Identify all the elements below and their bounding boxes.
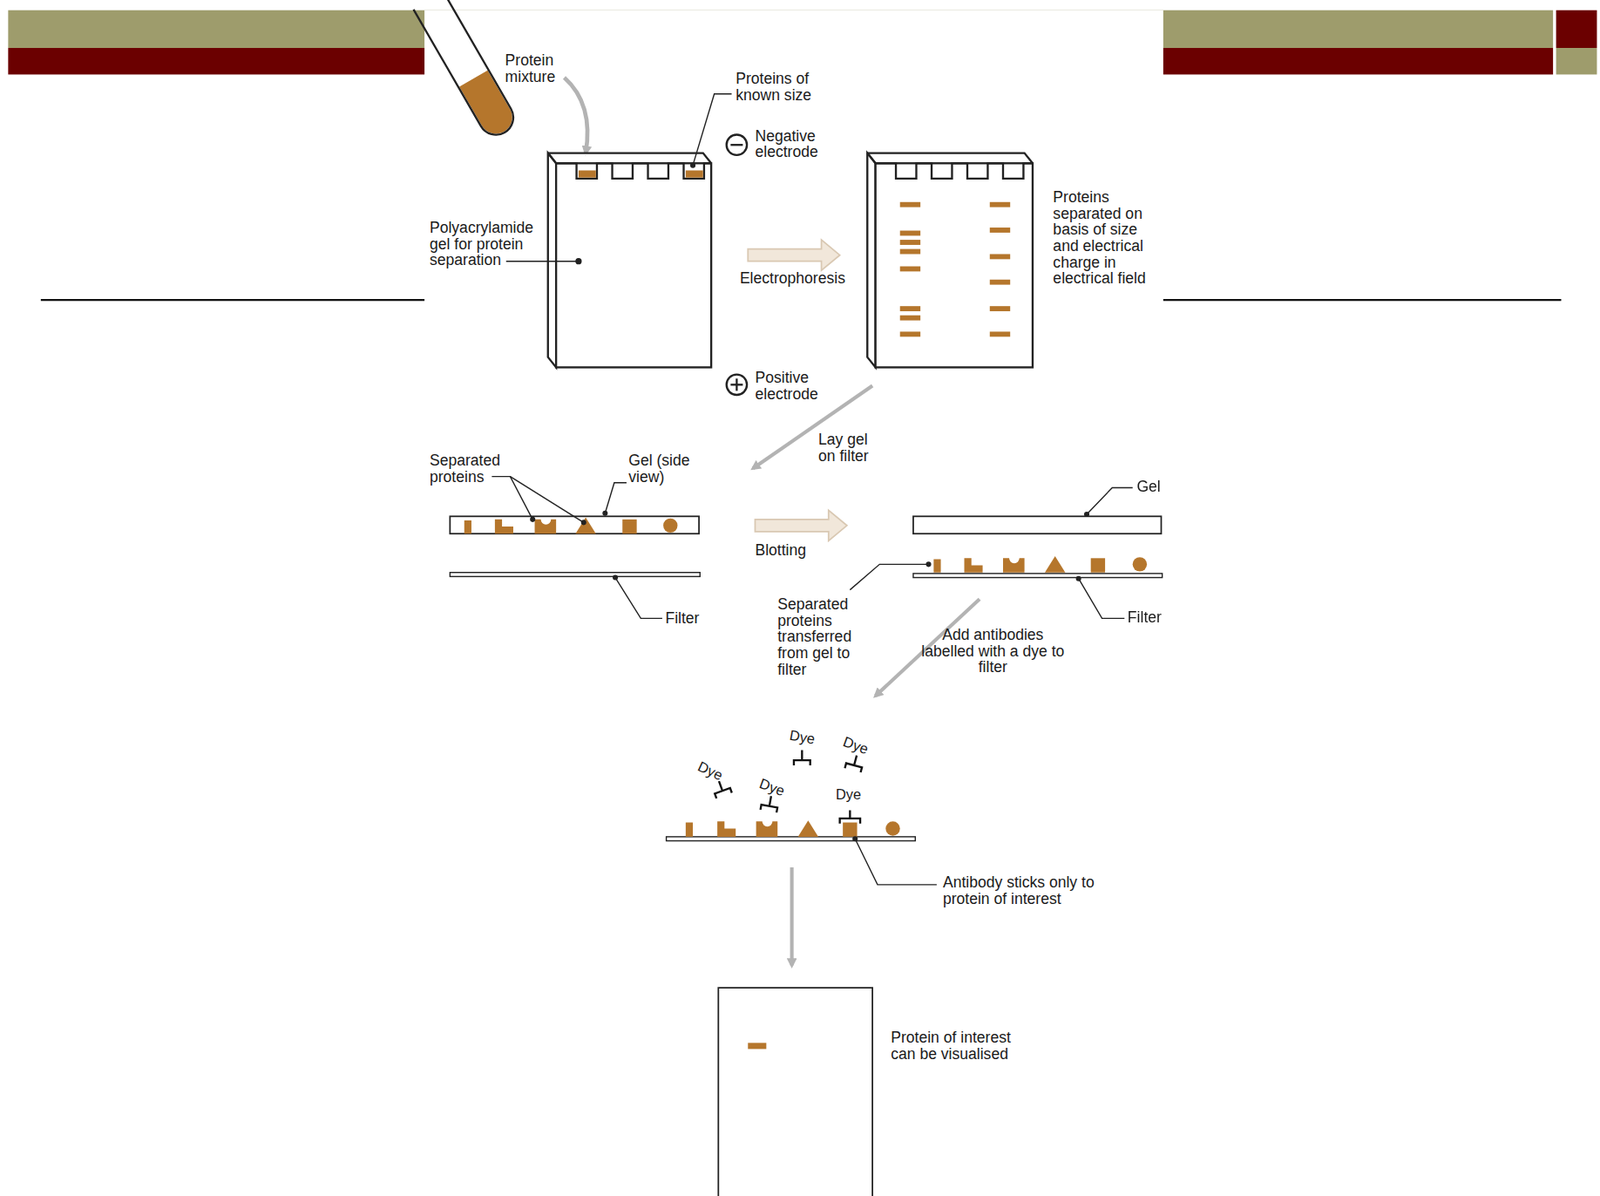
text-label: Protein mixture: [505, 52, 579, 85]
gel-side-view: [913, 515, 1162, 534]
header-square: [1556, 47, 1598, 75]
gel-side-view: [449, 515, 699, 534]
text-label: Dye: [835, 785, 871, 802]
text-label: Gel: [1136, 478, 1167, 495]
step-arrow: [790, 867, 794, 965]
text-label: Add antibodies labelled with a dye to fi…: [920, 626, 1065, 676]
text-label: Proteins separated on basis of size and …: [1052, 189, 1161, 287]
protein-shapes: [933, 555, 1147, 573]
text-label: Gel (side view): [628, 452, 706, 485]
leader-line: [853, 836, 937, 885]
test-tube: [413, 0, 521, 142]
protein-shapes: [464, 516, 678, 534]
leader-line: [506, 94, 733, 265]
text-label: Antibody sticks only to protein of inter…: [942, 874, 1099, 907]
filter: [666, 836, 916, 841]
text-label: Negative electrode: [754, 127, 839, 160]
text-label: Polyacrylamide gel for protein separatio…: [429, 219, 550, 269]
sample-well: [685, 169, 704, 177]
header-square: [1556, 10, 1598, 48]
sample-well: [578, 169, 597, 177]
filter: [449, 572, 700, 577]
protein-shapes: [685, 820, 901, 837]
text-label: Blotting: [754, 542, 837, 559]
gel-slab: [548, 153, 712, 368]
blot-membrane: [718, 987, 873, 1196]
pour-arrow: [564, 77, 589, 154]
positive-electrode-symbol: [726, 374, 747, 395]
text-label: Protein of interest can be visualised: [890, 1029, 1026, 1062]
negative-electrode-symbol: [726, 135, 747, 156]
process-arrow: [747, 239, 840, 271]
protein-bands: [900, 202, 1011, 338]
text-label: Proteins of known size: [735, 70, 834, 103]
text-label: Separated proteins: [429, 452, 512, 485]
text-label: Electrophoresis: [739, 270, 868, 287]
text-label: Positive electrode: [754, 369, 839, 402]
filter: [913, 573, 1163, 578]
process-arrow: [754, 509, 847, 541]
text-label: Separated proteins transferred from gel …: [777, 596, 862, 678]
leader-line: [491, 476, 663, 619]
text-label: Filter: [664, 610, 717, 627]
leader-line: [849, 488, 1133, 619]
gel-slab: [867, 153, 1033, 368]
text-label: Lay gel on filter: [818, 431, 884, 464]
text-label: Filter: [1127, 609, 1160, 626]
detected-band: [747, 1042, 767, 1049]
